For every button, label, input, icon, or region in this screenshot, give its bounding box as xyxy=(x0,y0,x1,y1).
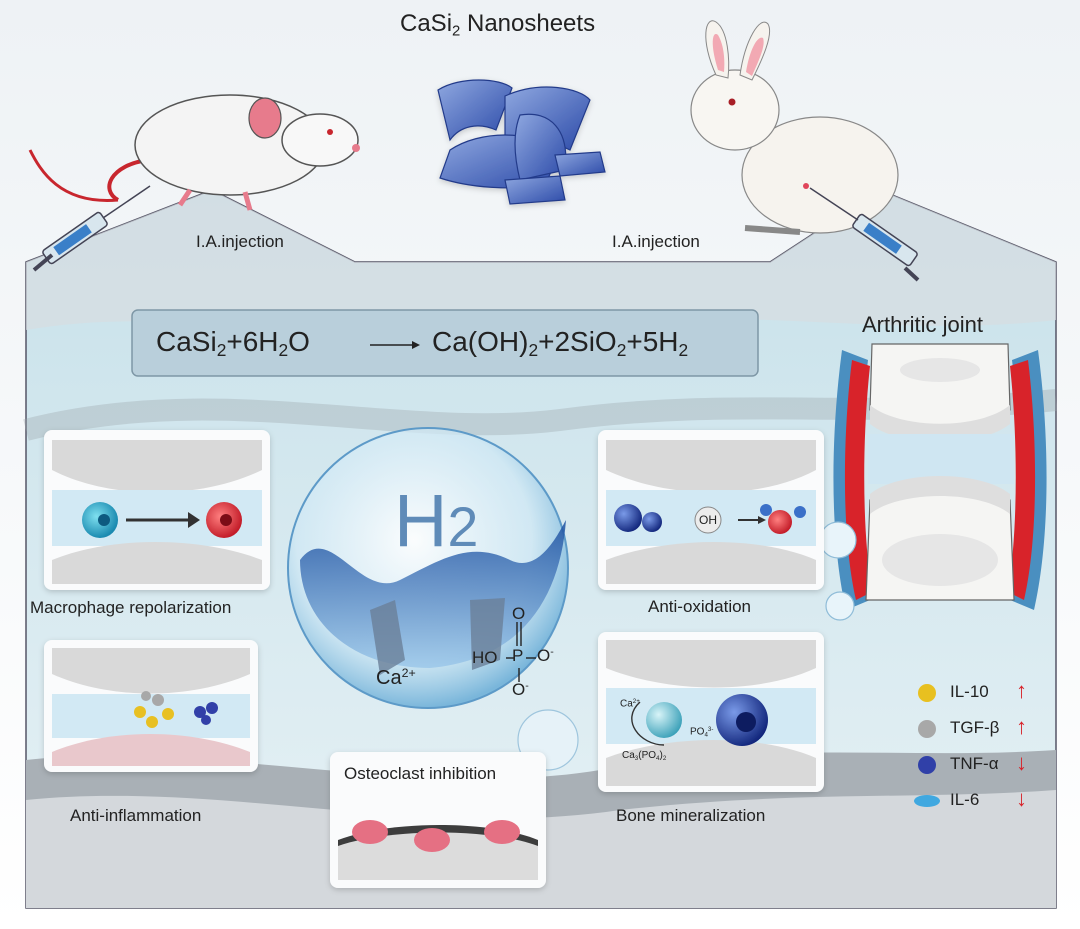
antioxidation-label: Anti-oxidation xyxy=(648,597,752,616)
arrow-up-icon: ↑ xyxy=(1016,678,1027,703)
arrow-down-icon: ↓ xyxy=(1016,750,1027,775)
legend-label: TGF-β xyxy=(950,718,1000,737)
panel-osteoclast xyxy=(330,752,546,888)
antiinflammation-label: Anti-inflammation xyxy=(70,806,202,825)
left-syringe xyxy=(32,185,151,272)
reaction-products: Ca(OH)2+2SiO2+5H2 xyxy=(432,326,689,361)
panel-antioxidation xyxy=(598,430,824,590)
panel-macrophage xyxy=(44,430,270,590)
phosphate-o-top: O xyxy=(512,604,526,623)
nanosheets-illustration xyxy=(437,79,606,205)
legend-label: IL-6 xyxy=(950,790,980,809)
small-bubble xyxy=(819,521,857,559)
macrophage-label: Macrophage repolarization xyxy=(30,598,232,617)
rabbit-illustration xyxy=(690,20,899,235)
marker-dot-icon xyxy=(918,756,936,774)
hydrogen-bubble xyxy=(287,427,569,709)
bone-mineralization-label: Bone mineralization xyxy=(616,806,766,825)
small-bubble xyxy=(825,591,855,621)
legend-label: TNF-α xyxy=(950,754,999,773)
right-syringe xyxy=(809,187,920,282)
reaction-reactants: CaSi2+6H2O xyxy=(156,326,310,361)
hydroxyl-label: OH xyxy=(699,513,717,527)
rat-illustration xyxy=(28,94,360,211)
reaction-box xyxy=(131,309,759,377)
panel-antiinflammation xyxy=(44,640,258,772)
marker-ellipse-icon xyxy=(914,795,940,807)
legend-item-il10: IL-10 ↑ xyxy=(912,678,1042,710)
nanosheets-title: CaSi2 Nanosheets xyxy=(400,10,596,40)
legend-item-tnfa: TNF-α ↓ xyxy=(912,750,1042,782)
osteoclast-label: Osteoclast inhibition xyxy=(344,764,497,783)
legend-item-il6: IL-6 ↓ xyxy=(912,786,1042,818)
arthritic-joint-label: Arthritic joint xyxy=(862,312,984,337)
arrow-up-icon: ↑ xyxy=(1016,714,1027,739)
phosphate-ho: HO xyxy=(472,648,498,667)
bone-ca-label: Ca2+ xyxy=(620,698,640,710)
calcium-ion-label: Ca2+ xyxy=(376,666,416,689)
phosphate-p: P xyxy=(512,646,524,665)
panel-bone-mineralization xyxy=(598,632,824,792)
legend-item-tgfb: TGF-β ↑ xyxy=(912,714,1042,746)
marker-dot-icon xyxy=(918,720,936,738)
arthritic-joint-illustration xyxy=(833,343,1047,610)
phosphate-o-bottom: O- xyxy=(512,680,529,699)
injection-label-right: I.A.injection xyxy=(612,232,700,251)
injection-label-left: I.A.injection xyxy=(196,232,284,251)
h2-label: H2 xyxy=(394,479,479,562)
marker-dot-icon xyxy=(918,684,936,702)
phosphate-o-right: O- xyxy=(537,646,554,665)
bone-capo-label: Ca3(PO4)2 xyxy=(622,750,667,762)
bone-po4-label: PO43- xyxy=(690,726,714,739)
legend-label: IL-10 xyxy=(950,682,989,701)
arrow-down-icon: ↓ xyxy=(1016,786,1027,811)
